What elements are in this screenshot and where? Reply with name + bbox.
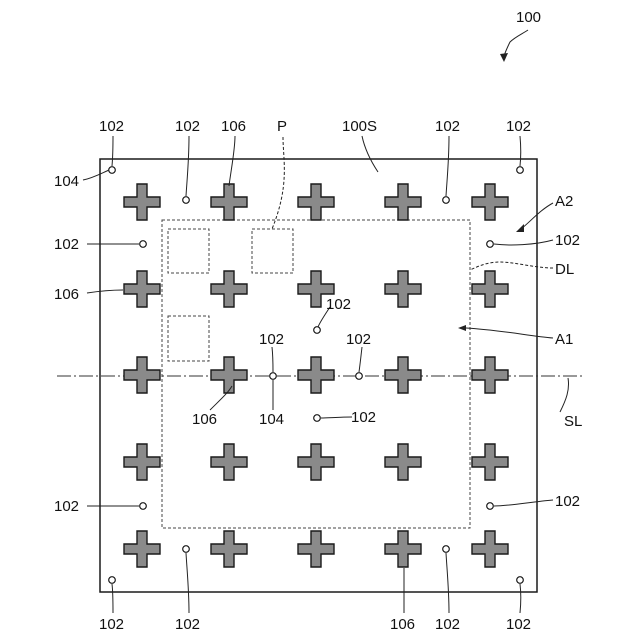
cross-mark	[124, 531, 160, 567]
label-pad: 102	[555, 493, 580, 510]
cross-mark	[472, 444, 508, 480]
label-pad: 102	[435, 616, 460, 633]
label-pad: 102	[99, 118, 124, 135]
label-first-area: A1	[555, 331, 573, 348]
label-pad: 102	[259, 331, 284, 348]
cross-mark	[124, 357, 160, 393]
cross-mark	[298, 184, 334, 220]
pad	[183, 197, 190, 204]
label-pad: 102	[54, 236, 79, 253]
pad	[443, 197, 450, 204]
pad	[517, 577, 524, 584]
cross-mark-grid	[124, 184, 508, 567]
label-pattern: P	[277, 118, 287, 135]
pad	[314, 327, 321, 334]
label-pad: 102	[506, 616, 531, 633]
cross-mark	[211, 357, 247, 393]
pad	[270, 373, 277, 380]
label-pad: 102	[435, 118, 460, 135]
pad	[183, 546, 190, 553]
pattern-square	[252, 229, 293, 273]
label-pad: 102	[351, 409, 376, 426]
label-pad: 102	[54, 498, 79, 515]
pad	[109, 577, 116, 584]
cross-mark	[472, 271, 508, 307]
pad	[443, 546, 450, 553]
pattern-square	[168, 316, 209, 361]
pad	[487, 241, 494, 248]
cross-mark	[211, 271, 247, 307]
cross-mark	[211, 184, 247, 220]
cross-mark	[298, 357, 334, 393]
pad	[314, 415, 321, 422]
label-pad: 102	[99, 616, 124, 633]
label-pad: 102	[506, 118, 531, 135]
label-pad-alt: 104	[54, 173, 79, 190]
label-pad: 102	[326, 296, 351, 313]
label-cross-mark: 106	[54, 286, 79, 303]
leader-lines	[83, 30, 569, 613]
cross-mark	[472, 357, 508, 393]
label-pad: 102	[175, 118, 200, 135]
cross-mark	[211, 531, 247, 567]
label-second-area: A2	[555, 193, 573, 210]
pad	[517, 167, 524, 174]
label-pad: 102	[346, 331, 371, 348]
cross-mark	[385, 531, 421, 567]
cross-mark	[124, 444, 160, 480]
label-cross-mark: 106	[192, 411, 217, 428]
cross-mark	[385, 184, 421, 220]
pattern-square	[168, 229, 209, 273]
label-device: 100	[516, 9, 541, 26]
pad	[140, 241, 147, 248]
pad	[140, 503, 147, 510]
cross-mark	[124, 184, 160, 220]
label-scribe-line: SL	[564, 413, 582, 430]
cross-mark	[211, 444, 247, 480]
label-pad-alt: 104	[259, 411, 284, 428]
label-pad: 102	[175, 616, 200, 633]
label-pad: 102	[555, 232, 580, 249]
cross-mark	[298, 444, 334, 480]
cross-mark	[385, 357, 421, 393]
label-dicing-line: DL	[555, 261, 574, 278]
cross-mark	[385, 444, 421, 480]
pad	[109, 167, 116, 174]
cross-mark	[298, 531, 334, 567]
cross-mark	[472, 184, 508, 220]
label-cross-mark: 106	[390, 616, 415, 633]
label-substrate-surface: 100S	[342, 118, 377, 135]
pad	[487, 503, 494, 510]
cross-mark	[472, 531, 508, 567]
pad	[356, 373, 363, 380]
label-cross-mark: 106	[221, 118, 246, 135]
cross-mark	[385, 271, 421, 307]
cross-mark	[124, 271, 160, 307]
